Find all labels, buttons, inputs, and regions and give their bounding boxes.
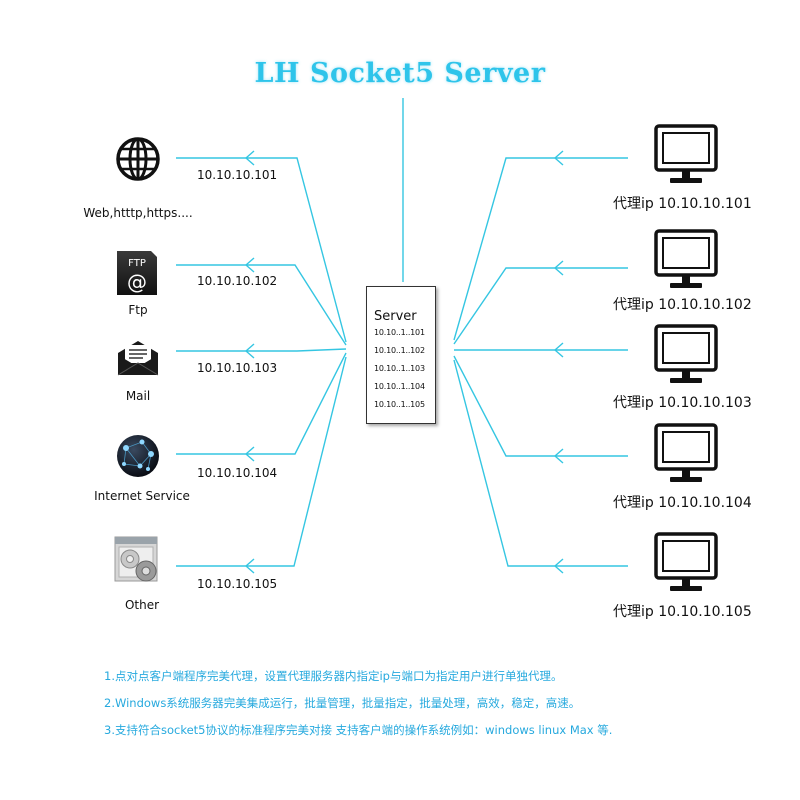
feature-note: 3.支持符合socket5协议的标准程序完美对接 支持客户端的操作系统例如：wi…	[104, 723, 613, 737]
right-connection-line	[453, 157, 628, 341]
server-title: Server	[374, 309, 417, 324]
diagram-title: LH Socket5 Server	[254, 58, 546, 89]
service-ip-label: 10.10.10.105	[197, 577, 278, 591]
proxy-label: 代理ip 10.10.10.102	[613, 297, 752, 313]
right-arrowheads	[553, 150, 564, 574]
monitor-icon	[654, 324, 718, 383]
left-connection-line	[176, 157, 347, 343]
service-ip-label: 10.10.10.104	[197, 466, 278, 480]
left-connection-line	[176, 348, 347, 352]
server-ip-entry: 10.10..1..103	[374, 364, 425, 373]
proxy-label: 代理ip 10.10.10.104	[613, 495, 752, 511]
feature-note: 1.点对点客户端程序完美代理，设置代理服务器内指定ip与端口为指定用户进行单独代…	[104, 669, 563, 683]
service-label-internet: Internet Service	[94, 489, 190, 503]
monitor-icon	[654, 423, 718, 482]
service-ip-label: 10.10.10.102	[197, 274, 278, 288]
network-sphere-icon	[117, 435, 159, 477]
left-connection-lines	[176, 157, 347, 567]
monitor-icon	[654, 124, 718, 183]
service-label-web: Web,htttp,https....	[83, 206, 193, 220]
server-ip-entry: 10.10..1..102	[374, 346, 425, 355]
service-label-mail: Mail	[125, 389, 151, 403]
monitor-icon	[654, 532, 718, 591]
server-ip-entry: 10.10..1..105	[374, 400, 425, 409]
monitor-icon	[654, 229, 718, 288]
arrowhead	[553, 260, 564, 276]
ftp-icon-symbol: @	[127, 270, 147, 294]
right-connection-line	[453, 267, 628, 345]
right-connection-lines	[453, 157, 628, 567]
server-ip-entry: 10.10..1..104	[374, 382, 425, 391]
arrowhead	[244, 343, 255, 359]
arrowhead	[244, 558, 255, 574]
service-ip-label: 10.10.10.103	[197, 361, 278, 375]
service-label-other: Other	[124, 598, 160, 612]
arrowhead	[244, 446, 255, 462]
arrowhead	[553, 150, 564, 166]
globe-icon	[116, 137, 160, 181]
ftp-icon-text: FTP	[128, 258, 146, 269]
arrowhead	[244, 257, 255, 273]
windows-settings-icon	[114, 536, 158, 582]
service-label-ftp: Ftp	[128, 303, 148, 317]
feature-note: 2.Windows系统服务器完美集成运行，批量管理，批量指定，批量处理，高效，稳…	[104, 696, 581, 710]
arrowhead	[553, 448, 564, 464]
proxy-label: 代理ip 10.10.10.105	[613, 604, 752, 620]
left-connection-line	[176, 264, 347, 346]
left-connection-line	[176, 356, 347, 567]
server-box: Server 10.10..1..101 10.10..1..102 10.10…	[366, 286, 436, 424]
proxy-label: 代理ip 10.10.10.103	[613, 395, 752, 411]
monitor-icons	[654, 124, 718, 591]
proxy-label: 代理ip 10.10.10.101	[613, 196, 752, 212]
right-connection-line	[453, 355, 628, 457]
ftp-icon: FTP @	[117, 251, 157, 295]
server-ip-entry: 10.10..1..101	[374, 328, 425, 337]
service-ip-label: 10.10.10.101	[197, 168, 278, 182]
arrowhead	[553, 342, 564, 358]
left-connection-line	[176, 352, 347, 455]
arrowhead	[244, 150, 255, 166]
arrowhead	[553, 558, 564, 574]
right-connection-line	[453, 359, 628, 567]
left-arrowheads	[244, 150, 255, 574]
mail-icon	[117, 341, 159, 376]
